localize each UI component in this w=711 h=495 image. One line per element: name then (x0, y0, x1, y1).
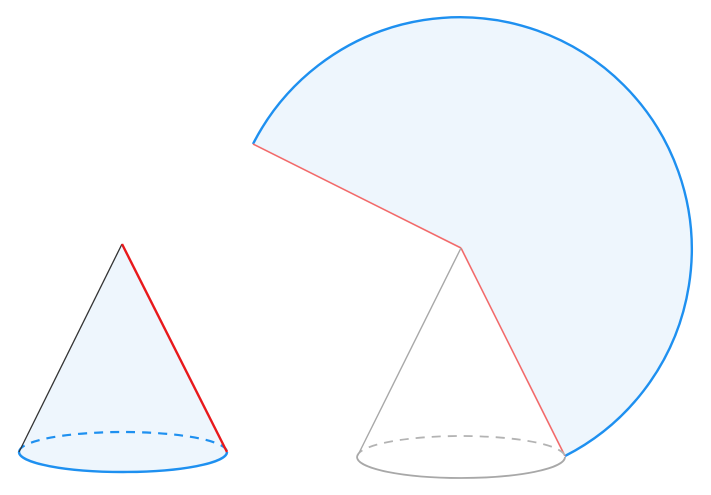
cone-ghost-left-slant (356, 247, 462, 458)
cone-solid-right-slant (120, 243, 229, 453)
sector-arc (251, 16, 693, 458)
cone-ghost (356, 247, 566, 479)
cone-ghost-base-front (356, 456, 566, 479)
sector-face (253, 17, 692, 457)
cone-solid-left-slant (18, 243, 123, 453)
cone-ghost-base-back (356, 435, 566, 458)
sector-cut-edge-upper (252, 143, 462, 249)
cone-solid (17, 243, 229, 474)
cone-net-sector (251, 16, 693, 458)
sector-cut-edge-lower (460, 247, 566, 457)
cone-solid-base-front (17, 451, 229, 474)
cone-solid-body (19, 244, 227, 472)
